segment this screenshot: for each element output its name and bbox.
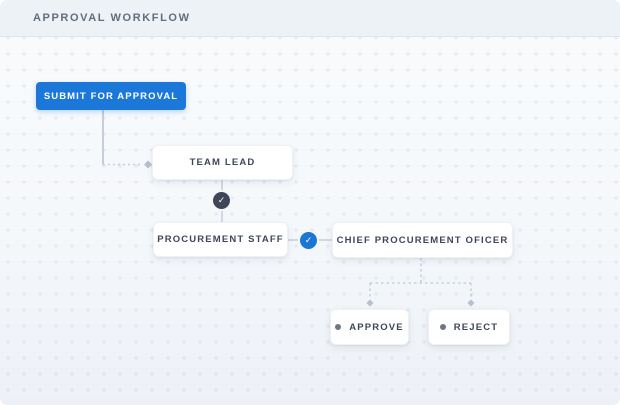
- workflow-node-approve[interactable]: APPROVE: [330, 309, 409, 345]
- check-status-badge-blue: ✓: [300, 232, 317, 249]
- node-label: TEAM LEAD: [189, 157, 256, 168]
- arrowhead-team-lead-icon: [144, 160, 152, 169]
- node-label: PROCUREMENT STAFF: [157, 234, 284, 245]
- page-title: APPROVAL WORKFLOW: [33, 12, 191, 24]
- arrowhead-approve-icon: [366, 299, 374, 307]
- check-status-badge-dark: ✓: [213, 192, 230, 209]
- node-label: REJECT: [453, 321, 499, 333]
- node-label: CHIEF PROCUREMENT OFICER: [336, 234, 509, 246]
- connector-chief-branch: [369, 258, 472, 299]
- arrowhead-reject-icon: [467, 299, 475, 307]
- workflow-node-reject[interactable]: REJECT: [428, 309, 510, 345]
- panel-header: APPROVAL WORKFLOW: [0, 0, 620, 37]
- check-icon: ✓: [217, 195, 226, 205]
- check-icon: ✓: [304, 235, 313, 245]
- submit-for-approval-button[interactable]: SUBMIT FOR APPROVAL: [36, 82, 186, 110]
- bullet-dot-icon: [439, 324, 446, 330]
- workflow-node-procurement-staff[interactable]: PROCUREMENT STAFF: [153, 222, 288, 257]
- node-label: APPROVE: [349, 321, 404, 333]
- workflow-node-team-lead[interactable]: TEAM LEAD: [152, 145, 293, 180]
- workflow-node-chief-procurement-officer[interactable]: CHIEF PROCUREMENT OFICER: [332, 222, 513, 258]
- dot-grid-pattern: [5, 3, 619, 393]
- bullet-dot-icon: [335, 324, 342, 330]
